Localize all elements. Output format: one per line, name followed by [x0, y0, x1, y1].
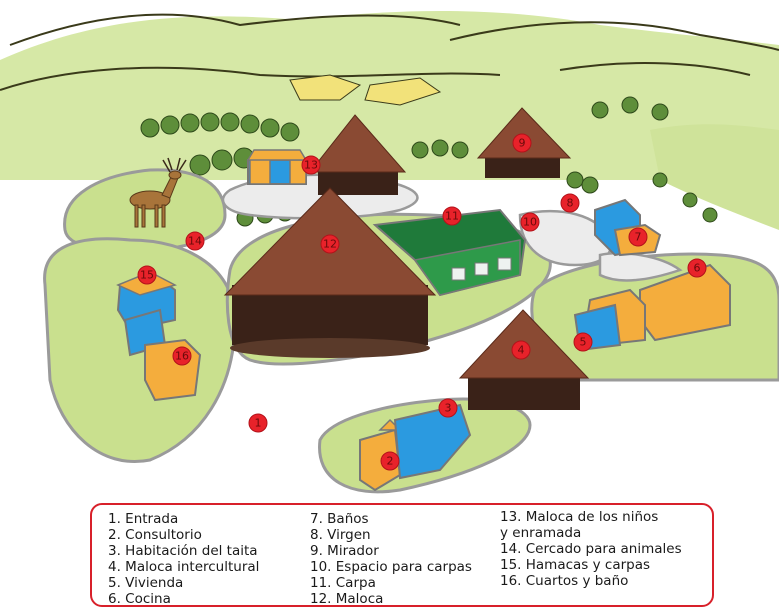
marker-12: 12 — [320, 234, 340, 254]
maloca-9 — [476, 107, 572, 178]
marker-number: 8 — [567, 197, 574, 210]
legend: 1. Entrada 2. Consultorio 3. Habitación … — [90, 503, 714, 607]
legend-column-3: 13. Maloca de los niños y enramada 14. C… — [500, 509, 682, 589]
legend-column-1: 1. Entrada 2. Consultorio 3. Habitación … — [108, 511, 259, 607]
legend-item: 13. Maloca de los niños — [500, 509, 659, 525]
marker-circle — [442, 206, 462, 226]
marker-circle — [512, 133, 532, 153]
legend-item: 3. Habitación del taita — [108, 543, 258, 559]
marker-8: 8 — [560, 193, 580, 213]
legend-item: 5. Vivienda — [108, 575, 184, 591]
marker-number: 6 — [694, 262, 701, 275]
legend-item: 12. Maloca — [310, 591, 384, 607]
marker-circle — [560, 193, 580, 213]
marker-circle — [687, 258, 707, 278]
marker-number: 7 — [635, 231, 642, 244]
building-7 — [594, 198, 662, 257]
legend-item: 4. Maloca intercultural — [108, 559, 260, 575]
tent-11 — [372, 208, 527, 297]
hills — [0, 10, 779, 230]
legend-item: 9. Mirador — [310, 543, 379, 559]
marker-circle — [248, 413, 268, 433]
marker-10: 10 — [520, 212, 540, 232]
legend-item: 8. Virgen — [310, 527, 371, 543]
marker-number: 3 — [445, 402, 452, 415]
marker-3: 3 — [438, 398, 458, 418]
legend-item: 10. Espacio para carpas — [310, 559, 472, 575]
legend-item: 15. Hamacas y carpas — [500, 557, 651, 573]
marker-number: 5 — [580, 336, 587, 349]
marker-circle — [511, 340, 531, 360]
marker-6: 6 — [687, 258, 707, 278]
marker-1: 1 — [248, 413, 268, 433]
legend-item: 2. Consultorio — [108, 527, 202, 543]
marker-9: 9 — [512, 133, 532, 153]
legend-item: 1. Entrada — [108, 511, 179, 527]
marker-circle — [438, 398, 458, 418]
legend-item: 7. Baños — [310, 511, 369, 527]
marker-7: 7 — [628, 227, 648, 247]
legend-item: 16. Cuartos y baño — [500, 573, 629, 589]
legend-item: 6. Cocina — [108, 591, 171, 607]
marker-number: 12 — [323, 238, 337, 251]
marker-2: 2 — [380, 451, 400, 471]
marker-number: 11 — [445, 210, 459, 223]
marker-circle — [628, 227, 648, 247]
marker-5: 5 — [573, 332, 593, 352]
legend-column-2: 7. Baños 8. Virgen 9. Mirador 10. Espaci… — [310, 511, 472, 607]
marker-13: 13 — [301, 155, 321, 175]
marker-number: 4 — [518, 344, 525, 357]
marker-number: 14 — [188, 235, 202, 248]
building-6-5 — [573, 263, 731, 352]
legend-item: y enramada — [500, 525, 582, 541]
marker-circle — [573, 332, 593, 352]
marker-circle — [137, 265, 157, 285]
deer — [129, 157, 187, 228]
marker-number: 2 — [387, 455, 394, 468]
marker-number: 13 — [304, 159, 318, 172]
marker-number: 9 — [519, 137, 526, 150]
building-2-3 — [359, 403, 472, 492]
marker-4: 4 — [511, 340, 531, 360]
marker-circle — [172, 346, 192, 366]
marker-circle — [380, 451, 400, 471]
legend-item: 14. Cercado para animales — [500, 541, 682, 557]
marker-circle — [520, 212, 540, 232]
marker-number: 1 — [255, 417, 262, 430]
marker-circle — [301, 155, 321, 175]
marker-16: 16 — [172, 346, 192, 366]
marker-number: 15 — [140, 269, 154, 282]
building-13 — [246, 149, 308, 185]
marker-circle — [320, 234, 340, 254]
marker-15: 15 — [137, 265, 157, 285]
marker-number: 10 — [523, 216, 537, 229]
path-areas — [221, 173, 683, 282]
marker-14: 14 — [185, 231, 205, 251]
legend-item: 11. Carpa — [310, 575, 376, 591]
marker-circle — [185, 231, 205, 251]
marker-11: 11 — [442, 206, 462, 226]
marker-number: 16 — [175, 350, 189, 363]
